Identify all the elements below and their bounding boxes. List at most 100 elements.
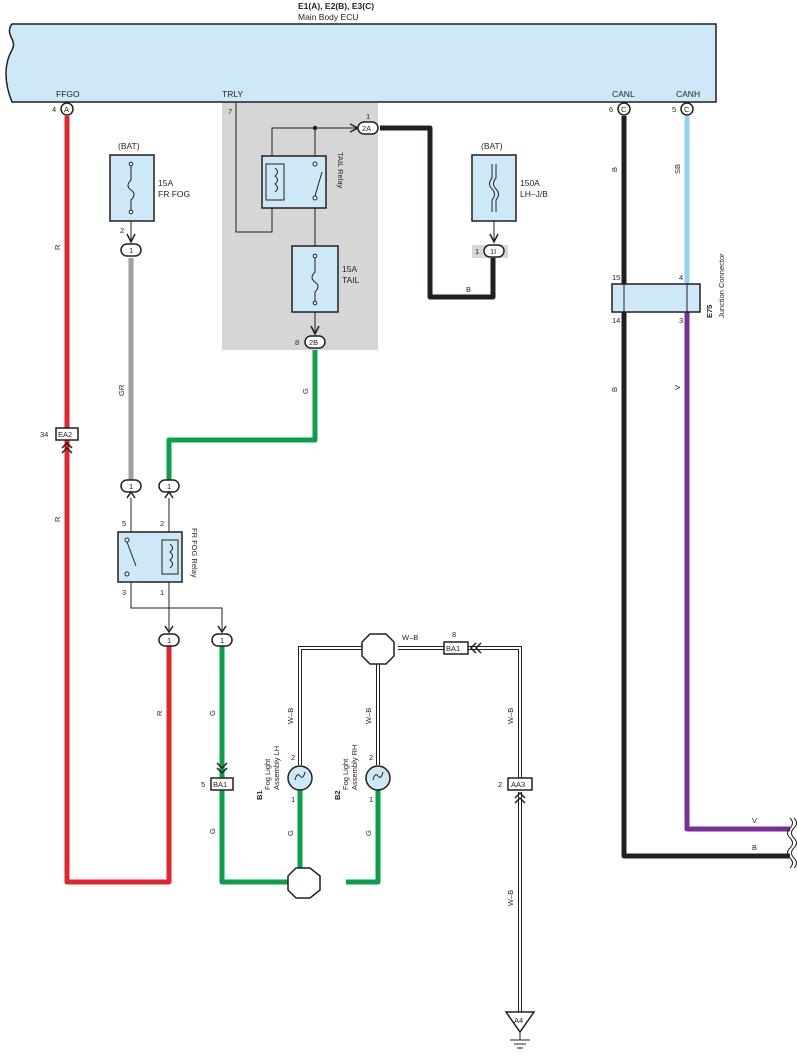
diagram-label: A4 (514, 1016, 523, 1025)
wire-break-marks (787, 817, 797, 869)
fr-fog-fuse-pin: 2 (120, 226, 124, 235)
connector-relay-in-left: 1 (120, 479, 142, 499)
diagram-label: W–B (286, 708, 295, 724)
ecu-pin-trly-num: 7 (228, 107, 232, 116)
diagram-label: 8 (295, 338, 299, 347)
diagram-label: 2 (160, 519, 164, 528)
diagram-label: 5 (672, 105, 676, 114)
main-body-ecu: E1(A), E2(B), E3(C) Main Body ECU FFGO T… (5, 1, 717, 103)
tail-relay-circuit (235, 102, 358, 332)
diagram-label: 1I (490, 247, 496, 256)
pin-name-ffgo: FFGO (56, 89, 80, 99)
ecu-pin-ffgo: A 4 (52, 102, 74, 116)
pin-name-canh: CANH (676, 89, 700, 99)
diagram-label: 2 (291, 753, 295, 762)
diagram-label: 2 (498, 780, 502, 789)
diagram-label: R (155, 710, 164, 716)
fog-rh-line1: Fog Light (341, 758, 350, 790)
diagram-label: 34 (40, 430, 48, 439)
diagram-label: 1 (160, 588, 164, 597)
ecu-subtitle: Main Body ECU (298, 12, 358, 22)
connector-relay-in-right: 1 (158, 479, 180, 499)
diagram-label: 1 (220, 636, 224, 645)
fr-fog-fuse-name: FR FOG (158, 189, 190, 199)
fr-fog-fuse-rating: 15A (158, 178, 173, 188)
diagram-label: 1 (129, 246, 133, 255)
diagram-label: G (364, 830, 373, 836)
diagram-label: 2A (362, 124, 371, 133)
diagram-label: A (64, 105, 69, 114)
diagram-label: 5 (122, 519, 126, 528)
ecu-pin-canh: C 5 (672, 102, 694, 116)
splice-green (287, 867, 321, 899)
diagram-label: 15 (612, 273, 620, 282)
diagram-label: 6 (609, 105, 613, 114)
diagram-label: B (466, 285, 471, 294)
pin-name-canl: CANL (612, 89, 635, 99)
lhjb-fuse-rating: 150A (520, 178, 540, 188)
wire-fog-green (219, 646, 381, 885)
fog-rh-id: B2 (333, 790, 342, 800)
connector-2a: 2A 1 (349, 112, 379, 135)
diagram-label: W–B (402, 633, 418, 642)
diagram-label: C (684, 105, 690, 114)
fr-fog-relay: 5 2 3 1 FR FOG Relay (117, 498, 223, 630)
wire-color-labels: R R R GR G G G G G B B B B SB V V W–B W–… (53, 164, 757, 906)
diagram-label: 1 (475, 247, 479, 256)
junction-connector-label: Junction Connector (717, 253, 726, 318)
connector-ea2: EA2 34 (40, 427, 79, 454)
wire-ffgo-red (64, 116, 172, 885)
diagram-label: G (301, 388, 310, 394)
diagram-label: V (673, 385, 682, 390)
diagram-label: B (610, 387, 619, 392)
pin-name-trly: TRLY (222, 89, 243, 99)
diagram-label: EA2 (58, 430, 72, 439)
fog-lh-id: B1 (255, 790, 264, 800)
diagram-label: BA1 (446, 644, 460, 653)
diagram-label: W–B (364, 708, 373, 724)
wire-lhjb-black (380, 125, 496, 300)
diagram-label: 8 (452, 630, 456, 639)
tail-fuse-name: TAIL (342, 275, 360, 285)
diagram-label: BA1 (213, 780, 227, 789)
diagram-label: C (621, 105, 627, 114)
diagram-label: G (286, 830, 295, 836)
diagram-label: 1 (129, 482, 133, 491)
lhjb-fuse: (BAT) 150A LH–J/B (471, 141, 548, 244)
fog-rh-line2: Assembly RH (350, 745, 359, 790)
diagram-label: 2B (309, 338, 318, 347)
diagram-label: V (752, 816, 757, 825)
fog-lh-line2: Assembly LH (272, 746, 281, 790)
diagram-label: R (53, 244, 62, 250)
tail-relay-label: TAIL Relay (336, 152, 345, 189)
diagram-label: 1 (167, 636, 171, 645)
wire-violet (684, 312, 790, 832)
diagram-label: 2 (369, 753, 373, 762)
ground-a4: A4 (504, 1011, 536, 1049)
connector-relay-out-right: 1 (211, 625, 233, 647)
diagram-label: 1 (369, 795, 373, 804)
diagram-label: 4 (52, 105, 56, 114)
wire-wb (298, 646, 522, 1012)
connector-ba1-top: BA1 8 (443, 630, 482, 655)
diagram-label: G (208, 828, 217, 834)
diagram-label: R (53, 516, 62, 522)
ecu-pin-canl: C 6 (609, 102, 631, 116)
diagram-label: W–B (506, 708, 515, 724)
diagram-label: 3 (122, 588, 126, 597)
ecu-title: E1(A), E2(B), E3(C) (298, 1, 374, 11)
fr-fog-fuse-source: (BAT) (118, 141, 140, 151)
wire-canl-black (621, 116, 790, 859)
connector-ba1-left: BA1 5 (201, 762, 234, 791)
diagram-label: 4 (679, 273, 683, 282)
fog-light-lh: 2 1 B1 Fog Light Assembly LH (255, 746, 313, 804)
fog-light-rh: 2 1 B2 Fog Light Assembly RH (333, 745, 391, 804)
junction-connector-id: E75 (705, 305, 714, 318)
connector-1i: 1I 1 (472, 244, 508, 258)
fog-lh-line1: Fog Light (263, 758, 272, 790)
lhjb-fuse-source: (BAT) (481, 141, 503, 151)
diagram-label: G (208, 710, 217, 716)
diagram-label: W–B (506, 890, 515, 906)
diagram-label: 5 (201, 780, 205, 789)
